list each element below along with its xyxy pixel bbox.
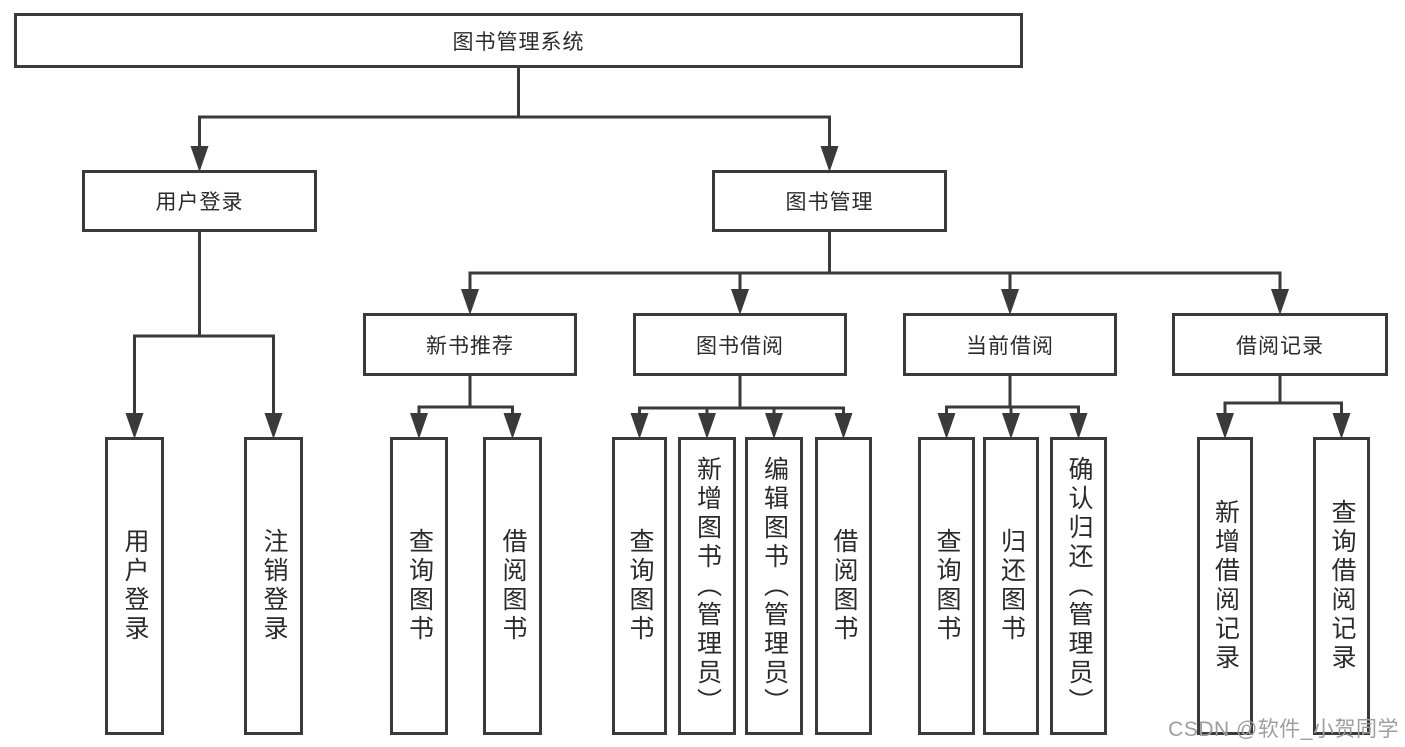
- tree-node-book-borrow: 图书借阅: [633, 313, 847, 376]
- tree-node-label: 查询图书: [405, 528, 434, 644]
- tree-node-label: 当前借阅: [966, 334, 1054, 358]
- tree-node-leaf-cb-confirm: 确认归还（管理员）: [1050, 437, 1107, 735]
- arrowhead-icon: [698, 413, 716, 439]
- tree-node-label: 图书管理系统: [452, 30, 585, 54]
- tree-node-label: 归还图书: [997, 528, 1026, 644]
- arrowhead-icon: [1069, 413, 1088, 439]
- arrowhead-icon: [1332, 413, 1351, 439]
- arrowhead-icon: [1002, 413, 1020, 439]
- tree-node-label: 图书借阅: [696, 334, 784, 358]
- tree-node-book-mgmt: 图书管理: [712, 170, 947, 232]
- arrowhead-icon: [264, 413, 283, 439]
- arrowhead-icon: [820, 146, 839, 172]
- tree-node-root: 图书管理系统: [14, 13, 1023, 68]
- arrowhead-icon: [1216, 413, 1234, 439]
- tree-node-label: 图书管理: [785, 191, 874, 214]
- arrowhead-icon: [410, 413, 428, 439]
- tree-node-label: 用户登录: [155, 191, 244, 214]
- tree-node-label: 查询借阅记录: [1328, 499, 1356, 673]
- tree-node-new-book-rec: 新书推荐: [363, 313, 577, 376]
- arrowhead-icon: [1271, 289, 1289, 315]
- tree-node-leaf-bb-query: 查询图书: [612, 437, 667, 735]
- arrowhead-icon: [834, 413, 853, 439]
- tree-node-user-login: 用户登录: [82, 170, 317, 232]
- tree-node-leaf-bb-borrow: 借阅图书: [815, 437, 872, 735]
- tree-node-label: 新增图书（管理员）: [693, 455, 722, 717]
- tree-node-borrow-record: 借阅记录: [1172, 313, 1388, 376]
- tree-node-label: 借阅图书: [830, 528, 858, 644]
- tree-node-label: 确认归还（管理员）: [1065, 455, 1093, 717]
- tree-node-leaf-nbr-query: 查询图书: [390, 437, 448, 735]
- tree-node-leaf-user-login: 用户登录: [105, 437, 164, 735]
- tree-node-leaf-cb-return: 归还图书: [983, 437, 1039, 735]
- arrowhead-icon: [1001, 289, 1019, 315]
- tree-node-label: 新书推荐: [426, 334, 514, 358]
- tree-node-leaf-cb-query: 查询图书: [918, 437, 975, 735]
- arrowhead-icon: [630, 413, 649, 439]
- tree-node-label: 查询图书: [626, 528, 654, 644]
- arrowhead-icon: [190, 146, 209, 172]
- arrowhead-icon: [731, 289, 749, 315]
- arrowhead-icon: [503, 413, 522, 439]
- tree-node-leaf-br-query: 查询借阅记录: [1313, 437, 1370, 735]
- tree-node-current-borrow: 当前借阅: [903, 313, 1117, 376]
- tree-node-leaf-bb-add: 新增图书（管理员）: [678, 437, 736, 735]
- tree-node-label: 用户登录: [121, 528, 149, 644]
- tree-node-leaf-logout: 注销登录: [244, 437, 303, 735]
- tree-node-label: 借阅图书: [499, 528, 527, 644]
- arrowhead-icon: [765, 413, 783, 439]
- arrowhead-icon: [937, 413, 956, 439]
- watermark: CSDN @软件_小贺同学: [1168, 718, 1399, 741]
- tree-node-label: 编辑图书（管理员）: [760, 455, 789, 717]
- tree-node-leaf-bb-edit: 编辑图书（管理员）: [745, 437, 803, 735]
- tree-node-label: 查询图书: [933, 528, 961, 644]
- arrowhead-icon: [125, 413, 144, 439]
- tree-node-leaf-nbr-borrow: 借阅图书: [483, 437, 542, 735]
- tree-node-label: 借阅记录: [1236, 334, 1324, 358]
- tree-node-label: 注销登录: [260, 528, 288, 644]
- arrowhead-icon: [461, 289, 479, 315]
- tree-node-label: 新增借阅记录: [1211, 499, 1240, 673]
- tree-node-leaf-br-add: 新增借阅记录: [1197, 437, 1253, 735]
